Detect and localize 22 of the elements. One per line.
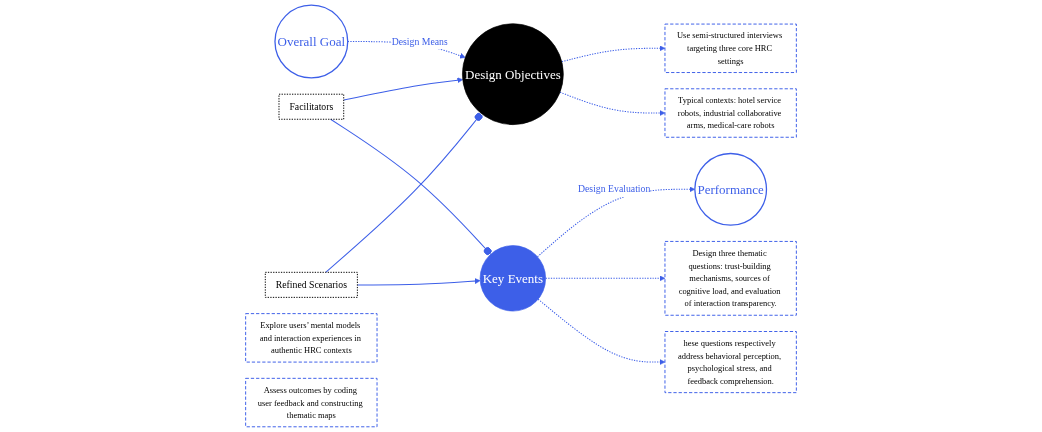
node-box: Facilitators bbox=[278, 93, 345, 120]
node-box: Assess outcomes by coding user feedback and constructing thematic maps bbox=[245, 377, 378, 428]
arrow bbox=[559, 91, 666, 116]
node-box: Use semi-structured interviews targeting three core HRC settings bbox=[664, 23, 797, 73]
node-box: Typical contexts: hotel service robots, industrial collaborative arms, medical-care robots bbox=[664, 88, 797, 138]
node-box: Design three thematic questions: trust-building mechanisms, sources of cognitive load, and evaluation of interaction transparency. bbox=[664, 240, 797, 316]
arrow bbox=[545, 275, 666, 282]
arrow bbox=[561, 45, 666, 63]
edge-label: Design Means bbox=[391, 36, 448, 47]
node-box: hese questions respectively address behavioral perception, psychological stress, and feedback comprehension. bbox=[664, 331, 797, 394]
node-box: Explore users’ mental models and interaction experiences in authentic HRC contexts bbox=[245, 313, 378, 363]
arrow bbox=[356, 278, 481, 286]
node-circle: Design Objectives bbox=[462, 23, 564, 125]
arrow bbox=[343, 77, 463, 101]
node-circle: Overall Goal bbox=[274, 4, 349, 79]
arrow bbox=[537, 298, 666, 365]
node-box: Refined Scenarios bbox=[264, 271, 358, 298]
node-circle: Key Events bbox=[479, 245, 546, 312]
connector bbox=[330, 118, 492, 255]
edge-label: Design Evaluation bbox=[577, 183, 651, 195]
node-circle: Performance bbox=[694, 152, 768, 226]
connector bbox=[325, 112, 483, 273]
